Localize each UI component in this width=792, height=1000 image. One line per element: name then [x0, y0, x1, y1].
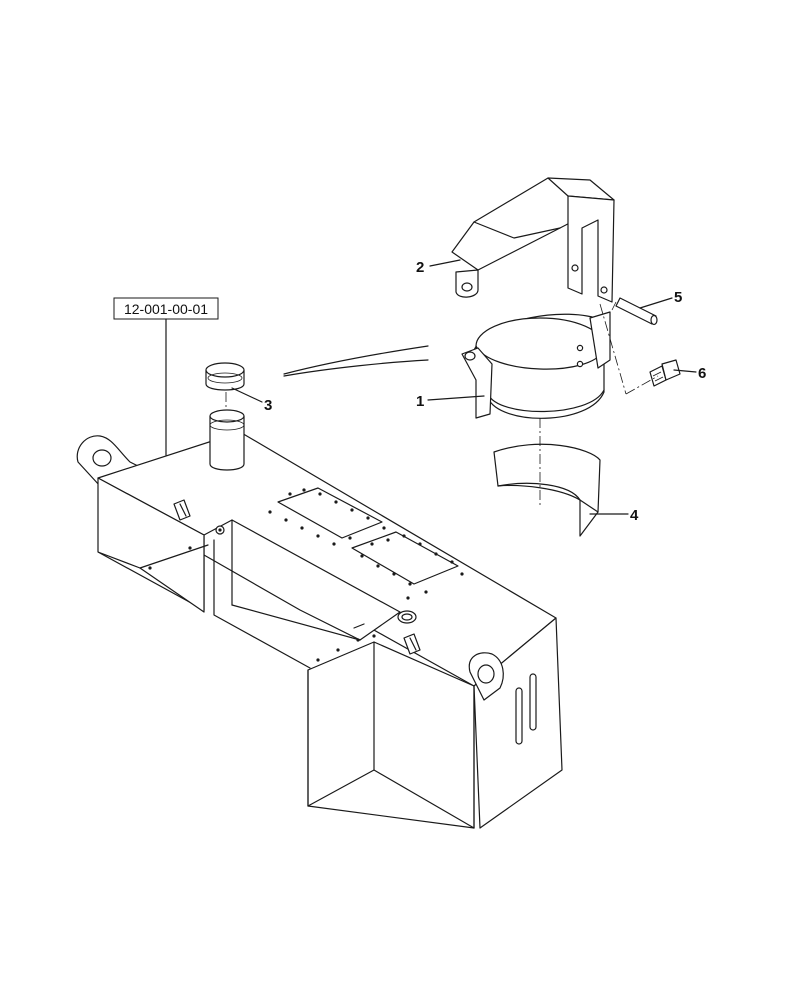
callout-6: 6: [673, 365, 706, 382]
callout-label-2: 2: [416, 259, 424, 276]
part-4-strap[interactable]: [493, 443, 601, 537]
reference-label: 12-001-00-01: [124, 301, 208, 317]
callout-1: 1: [416, 393, 485, 410]
reference-box[interactable]: 12-001-00-01: [113, 297, 219, 456]
callout-3: 3: [231, 387, 272, 414]
callout-label-1: 1: [416, 393, 424, 410]
part-5-pin[interactable]: [615, 297, 658, 326]
callout-5: 5: [639, 289, 682, 309]
callout-4: 4: [589, 507, 639, 524]
part-1-clamp-band[interactable]: [461, 311, 611, 419]
part-2-bracket[interactable]: [451, 177, 615, 303]
callout-label-6: 6: [698, 365, 706, 382]
callout-label-5: 5: [674, 289, 682, 306]
callout-2: 2: [416, 259, 461, 276]
callout-label-4: 4: [630, 507, 639, 524]
counterweight-tank: [76, 431, 563, 829]
assembly-lines: [283, 301, 659, 508]
part-6-bolt[interactable]: [649, 359, 681, 387]
callout-label-3: 3: [264, 397, 272, 414]
part-3-filler-cap[interactable]: [205, 362, 245, 471]
